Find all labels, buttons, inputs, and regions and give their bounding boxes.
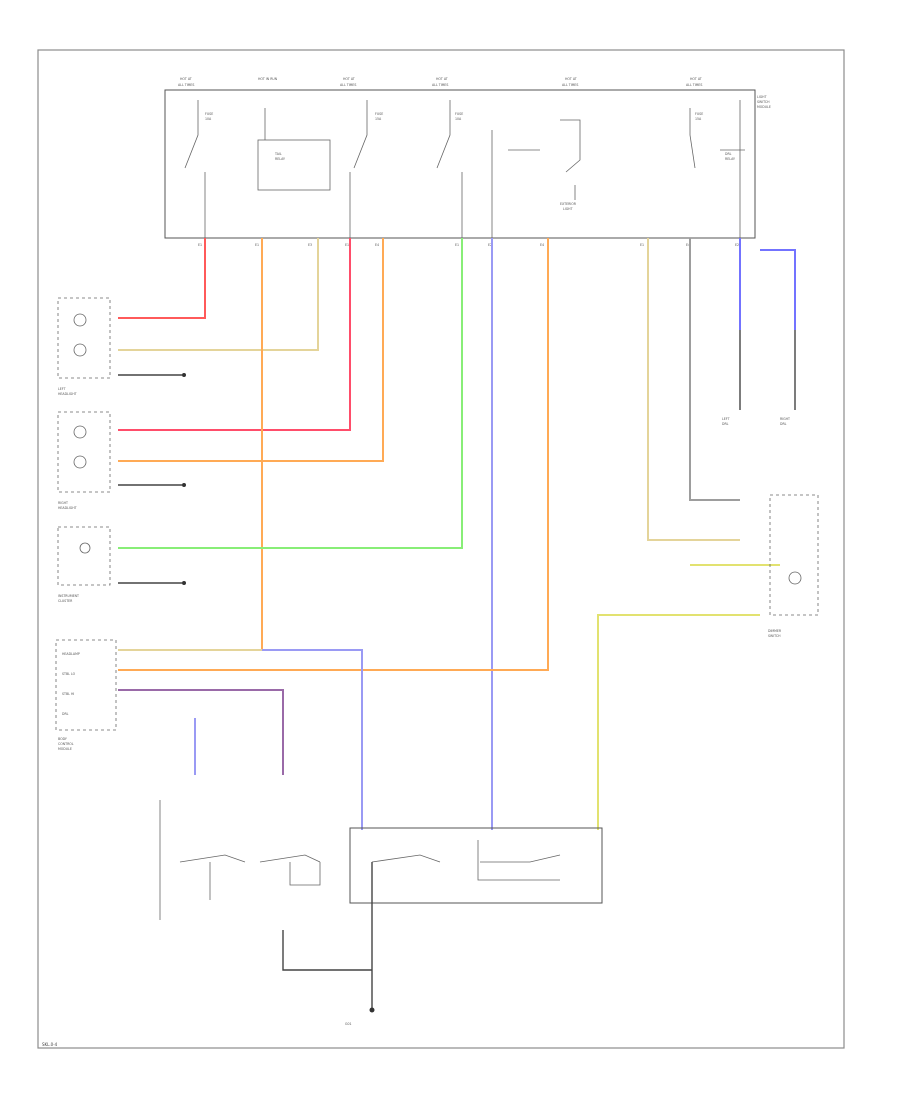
svg-text:FUSE: FUSE — [375, 112, 383, 116]
body-control-module: HEADLAMP STBL LO STBL HI DRL BODYCONTROLMO… — [55, 639, 117, 751]
wire-pink-right-headlight-hi — [118, 238, 351, 431]
svg-text:E1: E1 — [640, 243, 644, 247]
headlamp-switch-lower — [159, 800, 372, 971]
wire-red-left-headlight-hi — [118, 238, 206, 319]
svg-text:LEFT: LEFT — [722, 417, 730, 421]
svg-text:SWITCH: SWITCH — [757, 100, 770, 104]
svg-text:BODY: BODY — [58, 737, 67, 741]
wire-purple-bcm — [118, 689, 284, 775]
svg-text:E1: E1 — [255, 243, 259, 247]
svg-text:HEADLAMP: HEADLAMP — [62, 652, 80, 656]
svg-text:CLUSTER: CLUSTER — [58, 599, 73, 603]
ground-left-headlight — [118, 373, 186, 377]
svg-text:FUSE: FUSE — [695, 112, 703, 116]
svg-text:E1: E1 — [345, 243, 349, 247]
svg-text:FUSE: FUSE — [205, 112, 213, 116]
svg-text:DRL: DRL — [725, 152, 732, 156]
svg-text:10A: 10A — [455, 117, 462, 121]
wire-gray-dimmer — [689, 238, 740, 501]
svg-text:HOT AT: HOT AT — [565, 77, 577, 81]
svg-text:E2: E2 — [488, 243, 492, 247]
svg-text:STBL HI: STBL HI — [62, 692, 74, 696]
svg-text:LEFT: LEFT — [58, 387, 66, 391]
wire-tan-bcm-headlamp — [118, 649, 363, 830]
wire-orange-right-headlight-lo — [118, 238, 384, 462]
svg-text:RELAY: RELAY — [725, 157, 735, 161]
svg-text:15A: 15A — [375, 117, 382, 121]
svg-text:HEADLIGHT: HEADLIGHT — [58, 392, 77, 396]
svg-text:RIGHT: RIGHT — [58, 501, 68, 505]
wire-orange-bcm — [118, 238, 549, 671]
svg-text:HOT AT: HOT AT — [690, 77, 702, 81]
ground-instrument-cluster — [118, 581, 186, 585]
svg-text:LIGHT: LIGHT — [757, 95, 767, 99]
svg-text:HOT IN RUN: HOT IN RUN — [258, 77, 278, 81]
svg-text:E4: E4 — [540, 243, 544, 247]
svg-text:E1: E1 — [455, 243, 459, 247]
svg-text:DIMMER: DIMMER — [768, 629, 782, 633]
svg-text:INSTRUMENT: INSTRUMENT — [58, 594, 79, 598]
svg-text:ALL TIMES: ALL TIMES — [562, 83, 578, 87]
wire-green-cluster-indicator — [118, 238, 463, 549]
svg-text:G01: G01 — [345, 1022, 352, 1026]
svg-text:HEADLIGHT: HEADLIGHT — [58, 506, 77, 510]
svg-text:CONTROL: CONTROL — [58, 742, 74, 746]
ground-right-headlight — [118, 483, 186, 487]
wire-blue-drl — [739, 238, 796, 330]
svg-text:E4: E4 — [686, 243, 690, 247]
svg-text:DRL: DRL — [780, 422, 787, 426]
svg-text:HOT AT: HOT AT — [180, 77, 192, 81]
svg-text:HOT AT: HOT AT — [343, 77, 355, 81]
svg-text:ALL TIMES: ALL TIMES — [340, 83, 356, 87]
svg-text:SWITCH: SWITCH — [768, 634, 781, 638]
svg-text:ALL TIMES: ALL TIMES — [178, 83, 194, 87]
diagram-frame — [37, 49, 845, 1049]
svg-text:MODULE: MODULE — [757, 105, 771, 109]
svg-text:LIGHT: LIGHT — [563, 207, 573, 211]
svg-text:E3: E3 — [308, 243, 312, 247]
wire-tan-left-headlight-lo — [118, 238, 319, 351]
wire-yellow-tail — [597, 614, 760, 830]
svg-text:RELAY: RELAY — [275, 157, 285, 161]
wire-tan-dimmer — [647, 238, 740, 541]
footer-code: SKL.0-4 — [42, 1042, 58, 1047]
svg-text:DRL: DRL — [62, 712, 69, 716]
svg-text:15A: 15A — [695, 117, 702, 121]
flash-to-pass-switch — [349, 827, 603, 960]
svg-text:RIGHT: RIGHT — [780, 417, 790, 421]
svg-text:10A: 10A — [205, 117, 212, 121]
svg-text:FUSE: FUSE — [455, 112, 463, 116]
svg-text:TAIL: TAIL — [274, 152, 282, 156]
svg-text:ALL TIMES: ALL TIMES — [432, 83, 448, 87]
svg-text:E2: E2 — [735, 243, 739, 247]
svg-text:E1: E1 — [198, 243, 202, 247]
svg-text:DRL: DRL — [722, 422, 729, 426]
svg-text:HOT AT: HOT AT — [436, 77, 448, 81]
svg-text:EXTERIOR: EXTERIOR — [560, 202, 577, 206]
svg-text:E4: E4 — [375, 243, 379, 247]
svg-text:ALL TIMES: ALL TIMES — [686, 83, 702, 87]
svg-text:STBL LO: STBL LO — [62, 672, 76, 676]
multifunction-switch-module: HOT AT ALL TIMES HOT IN RUN HOT AT ALL TIM… — [164, 77, 771, 247]
main-ground: G01 — [345, 960, 375, 1026]
svg-text:MODULE: MODULE — [58, 747, 72, 751]
